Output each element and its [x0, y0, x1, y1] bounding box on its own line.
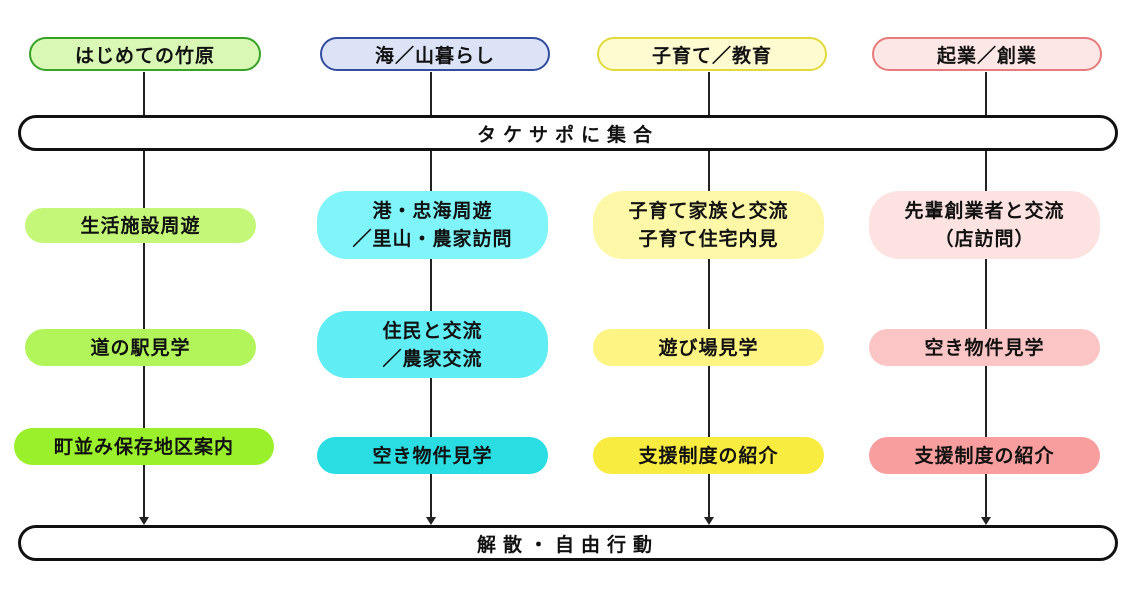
step-label: 支援制度の紹介: [914, 444, 1055, 467]
step-2-2: 住民と交流 ／農家交流: [317, 311, 548, 378]
step-label-line-2: ／農家交流: [382, 347, 483, 370]
column-header-4-label: 起業／創業: [936, 44, 1037, 67]
step-2-1: 港・忠海周遊 ／里山・農家訪問: [317, 191, 548, 259]
column-header-3: 子育て／教育: [597, 37, 827, 71]
step-label-line-2: 子育て住宅内見: [638, 228, 779, 250]
step-label-line-1: 先輩創業者と交流: [904, 200, 1065, 222]
arrow-head-1: [139, 517, 149, 525]
step-label-line-1: 子育て家族と交流: [628, 200, 789, 222]
column-header-3-label: 子育て／教育: [651, 44, 772, 67]
step-label: 町並み保存地区案内: [53, 435, 234, 458]
column-header-2: 海／山暮らし: [320, 37, 550, 71]
connector-line-3: [708, 72, 710, 117]
step-label: 支援制度の紹介: [638, 444, 779, 467]
meeting-point-bar: タケサポに集合: [18, 115, 1118, 151]
step-label-line-1: 住民と交流: [382, 319, 483, 342]
step-4-1: 先輩創業者と交流 （店訪問）: [869, 191, 1100, 259]
column-header-1-label: はじめての竹原: [74, 44, 215, 67]
step-label-line-2: （店訪問）: [934, 228, 1035, 250]
column-header-2-label: 海／山暮らし: [374, 44, 495, 67]
step-label: 道の駅見学: [90, 336, 191, 359]
step-label: 生活施設周遊: [80, 214, 201, 237]
step-label-line-1: 港・忠海周遊: [372, 200, 493, 222]
step-label: 空き物件見学: [924, 336, 1045, 359]
step-1-2: 道の駅見学: [25, 329, 256, 366]
step-3-2: 遊び場見学: [593, 329, 824, 366]
end-point-label: 解散・自由行動: [476, 533, 659, 556]
column-header-1: はじめての竹原: [29, 37, 261, 71]
arrow-head-2: [426, 517, 436, 525]
end-point-bar: 解散・自由行動: [18, 525, 1118, 561]
connector-line-2: [430, 72, 432, 117]
step-3-3: 支援制度の紹介: [593, 437, 824, 474]
arrow-head-3: [704, 517, 714, 525]
step-label-line-2: ／里山・農家訪問: [352, 228, 513, 250]
connector-line-4: [985, 72, 987, 117]
step-1-1: 生活施設周遊: [25, 208, 256, 243]
step-4-2: 空き物件見学: [869, 329, 1100, 366]
meeting-point-label: タケサポに集合: [476, 123, 659, 146]
step-1-3: 町並み保存地区案内: [14, 428, 274, 465]
step-4-3: 支援制度の紹介: [869, 437, 1100, 474]
connector-line-1: [143, 72, 145, 117]
step-2-3: 空き物件見学: [317, 437, 548, 474]
step-label: 空き物件見学: [372, 444, 493, 467]
step-label: 遊び場見学: [658, 336, 759, 359]
arrow-head-4: [981, 517, 991, 525]
step-3-1: 子育て家族と交流 子育て住宅内見: [593, 191, 824, 259]
column-header-4: 起業／創業: [872, 37, 1102, 71]
